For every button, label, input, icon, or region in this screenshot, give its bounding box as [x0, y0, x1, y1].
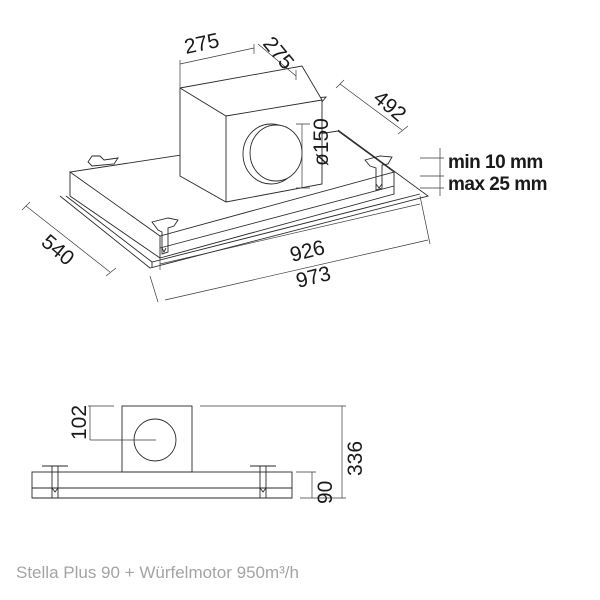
dim-outlet-center-height: 102: [68, 405, 91, 440]
dim-outer-width: 973: [294, 262, 334, 293]
dim-outlet-diameter: ø150: [310, 118, 333, 166]
front-view: [31, 405, 346, 499]
dim-hood-depth: 540: [37, 230, 79, 270]
dim-hood-depth-top: 492: [369, 86, 411, 126]
iso-motor-box: [179, 65, 323, 203]
dim-inner-width: 926: [288, 236, 328, 267]
dim-gap-max: max 25 mm: [448, 174, 547, 195]
dim-body-height: 90: [314, 481, 337, 504]
product-caption: Stella Plus 90 + Würfelmotor 950m³/h: [16, 563, 299, 582]
dim-gap-min: min 10 mm: [448, 152, 543, 173]
iso-dimension-lines: [21, 43, 444, 303]
dim-total-height: 336: [344, 441, 367, 476]
dim-motor-width: 275: [182, 29, 221, 59]
